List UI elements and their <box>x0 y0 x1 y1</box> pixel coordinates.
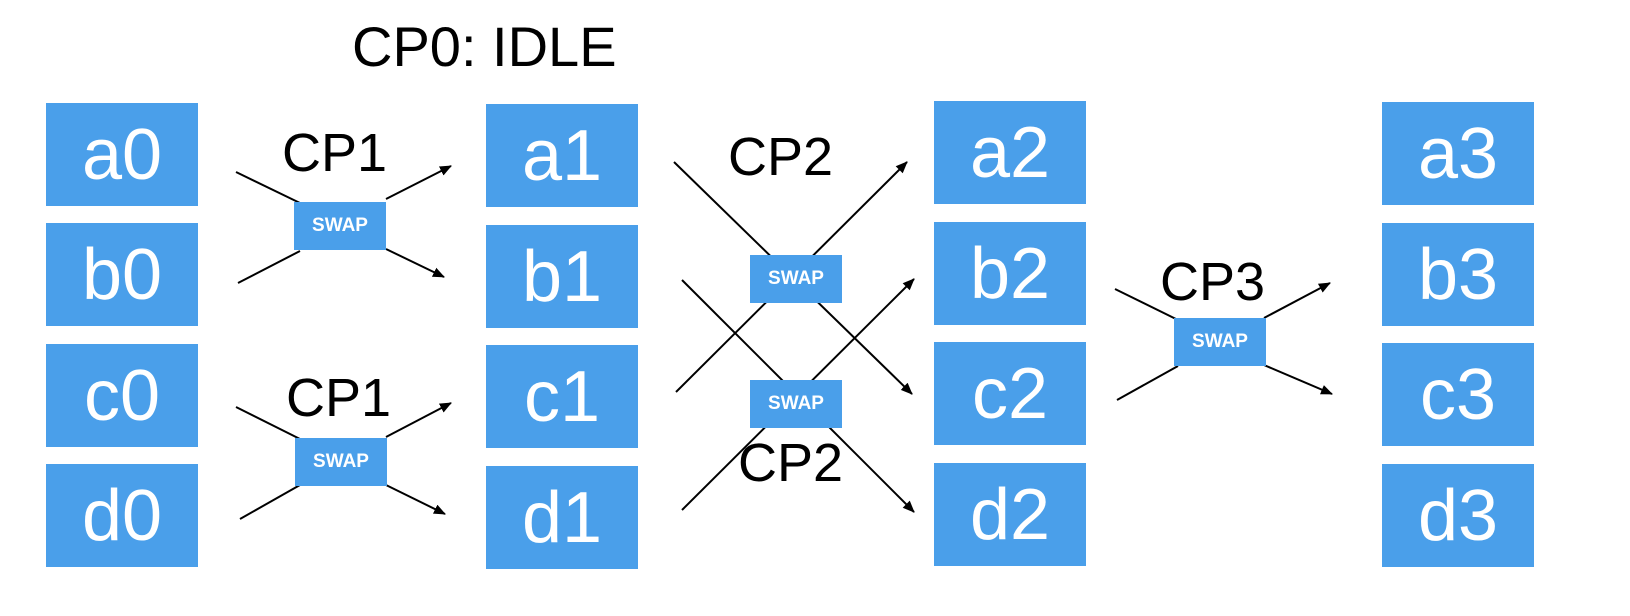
cell-d0: d0 <box>46 464 198 567</box>
cell-b3: b3 <box>1382 223 1534 326</box>
wire-cp1-bot-in-c <box>235 406 301 440</box>
swap-box-cp3: SWAP <box>1174 318 1266 366</box>
cell-c0: c0 <box>46 344 198 447</box>
cell-b1: b1 <box>486 225 638 328</box>
wire-cp3-out-c <box>1263 364 1333 395</box>
cell-c3: c3 <box>1382 343 1534 446</box>
cp1-top-label: CP1 <box>282 123 388 183</box>
swap-box-cp2-top: SWAP <box>750 255 842 303</box>
wire-cp3-in-c <box>1116 365 1179 401</box>
cell-c1: c1 <box>486 345 638 448</box>
wire-cp3-out-b <box>1263 282 1331 319</box>
wire-cp1-bot-out-d <box>385 484 446 515</box>
cp1-bottom-label: CP1 <box>286 368 392 428</box>
cp2-top-label: CP2 <box>728 127 834 187</box>
wire-cp1-bot-in-d <box>239 484 301 520</box>
wire-cp1-top-out-b <box>385 248 445 278</box>
cell-a0: a0 <box>46 103 198 206</box>
swap-box-cp2-bottom: SWAP <box>750 380 842 428</box>
cell-d1: d1 <box>486 466 638 569</box>
cell-d3: d3 <box>1382 464 1534 567</box>
cell-d2: d2 <box>934 463 1086 566</box>
diagram-title: CP0: IDLE <box>352 15 617 78</box>
cell-a3: a3 <box>1382 102 1534 205</box>
wire-cp1-top-in-a <box>235 171 301 204</box>
wire-cp3-in-b <box>1114 288 1179 321</box>
cp2-bottom-label: CP2 <box>738 433 844 493</box>
wire-cp1-top-out-a <box>385 165 452 200</box>
swap-box-cp1-top: SWAP <box>294 202 386 250</box>
wire-cp1-bot-out-c <box>385 402 452 438</box>
cell-a2: a2 <box>934 101 1086 204</box>
cell-b2: b2 <box>934 222 1086 325</box>
swap-box-cp1-bottom: SWAP <box>295 438 387 486</box>
cell-b0: b0 <box>46 223 198 326</box>
cell-c2: c2 <box>934 342 1086 445</box>
cell-a1: a1 <box>486 104 638 207</box>
cp3-label: CP3 <box>1160 252 1266 312</box>
wire-cp1-top-in-b <box>237 250 301 284</box>
